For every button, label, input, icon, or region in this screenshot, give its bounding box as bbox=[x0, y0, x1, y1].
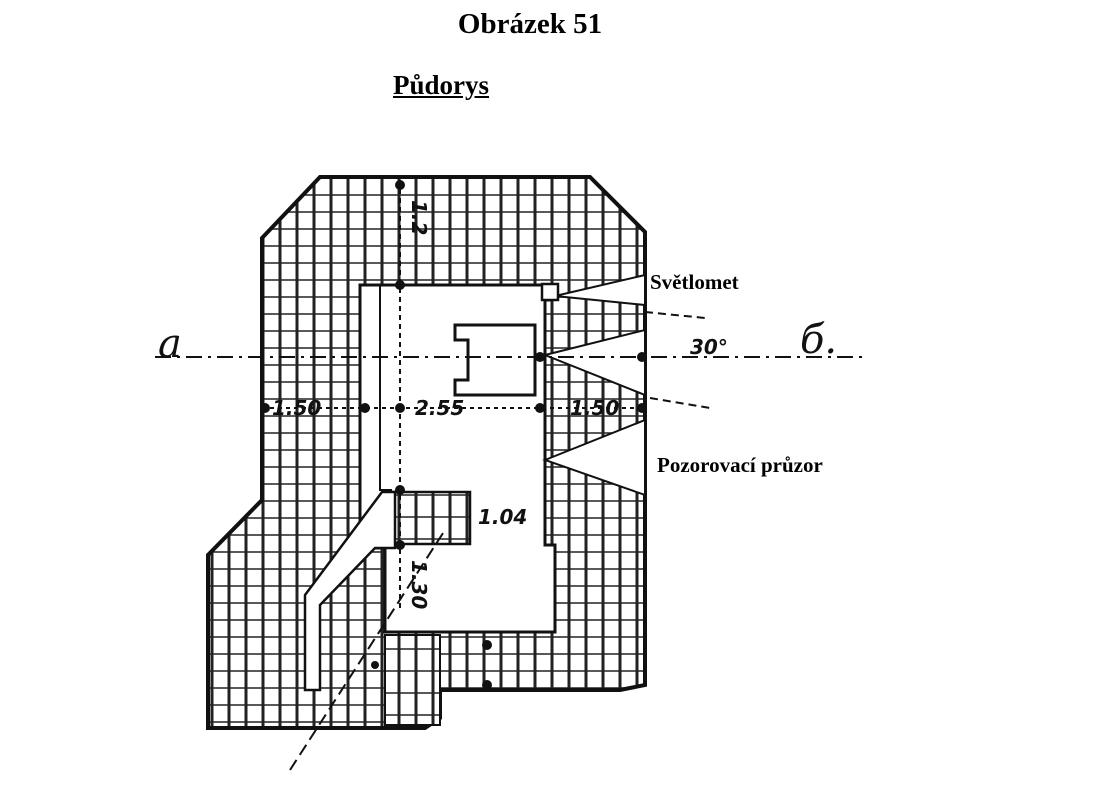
dim-left-wall: 1.50 bbox=[272, 396, 321, 420]
entrance-passage bbox=[303, 490, 397, 692]
embrasure-observation bbox=[542, 418, 646, 497]
searchlight-label: Světlomet bbox=[650, 270, 739, 294]
observation-slit-label: Pozorovací průzor bbox=[657, 453, 823, 477]
interior-partition bbox=[379, 285, 392, 491]
diagonal-axis-line bbox=[289, 529, 446, 771]
inner-masonry-block bbox=[390, 490, 472, 546]
angle-arm-upper bbox=[644, 311, 706, 319]
dim-vertical: 1.2 bbox=[407, 200, 431, 235]
searchlight-box bbox=[540, 282, 560, 302]
section-label-b: б. bbox=[800, 317, 837, 363]
embrasure-searchlight bbox=[554, 273, 646, 307]
dim-bottom: 1.30 bbox=[407, 560, 431, 609]
section-label-a: a bbox=[158, 321, 182, 367]
central-pillar bbox=[453, 323, 537, 397]
embrasure-center bbox=[541, 328, 646, 397]
bottom-room bbox=[384, 634, 441, 726]
dim-inner-right: 1.04 bbox=[478, 505, 527, 529]
dim-interior-width: 2.55 bbox=[415, 396, 464, 420]
dim-right-wall: 1.50 bbox=[570, 396, 619, 420]
dimension-markers bbox=[260, 180, 647, 690]
page-subtitle: Půdorys bbox=[393, 70, 490, 100]
angle-arm-lower bbox=[649, 397, 711, 409]
page-title: Obrázek 51 bbox=[457, 8, 603, 40]
angle-label: 30° bbox=[690, 335, 728, 359]
